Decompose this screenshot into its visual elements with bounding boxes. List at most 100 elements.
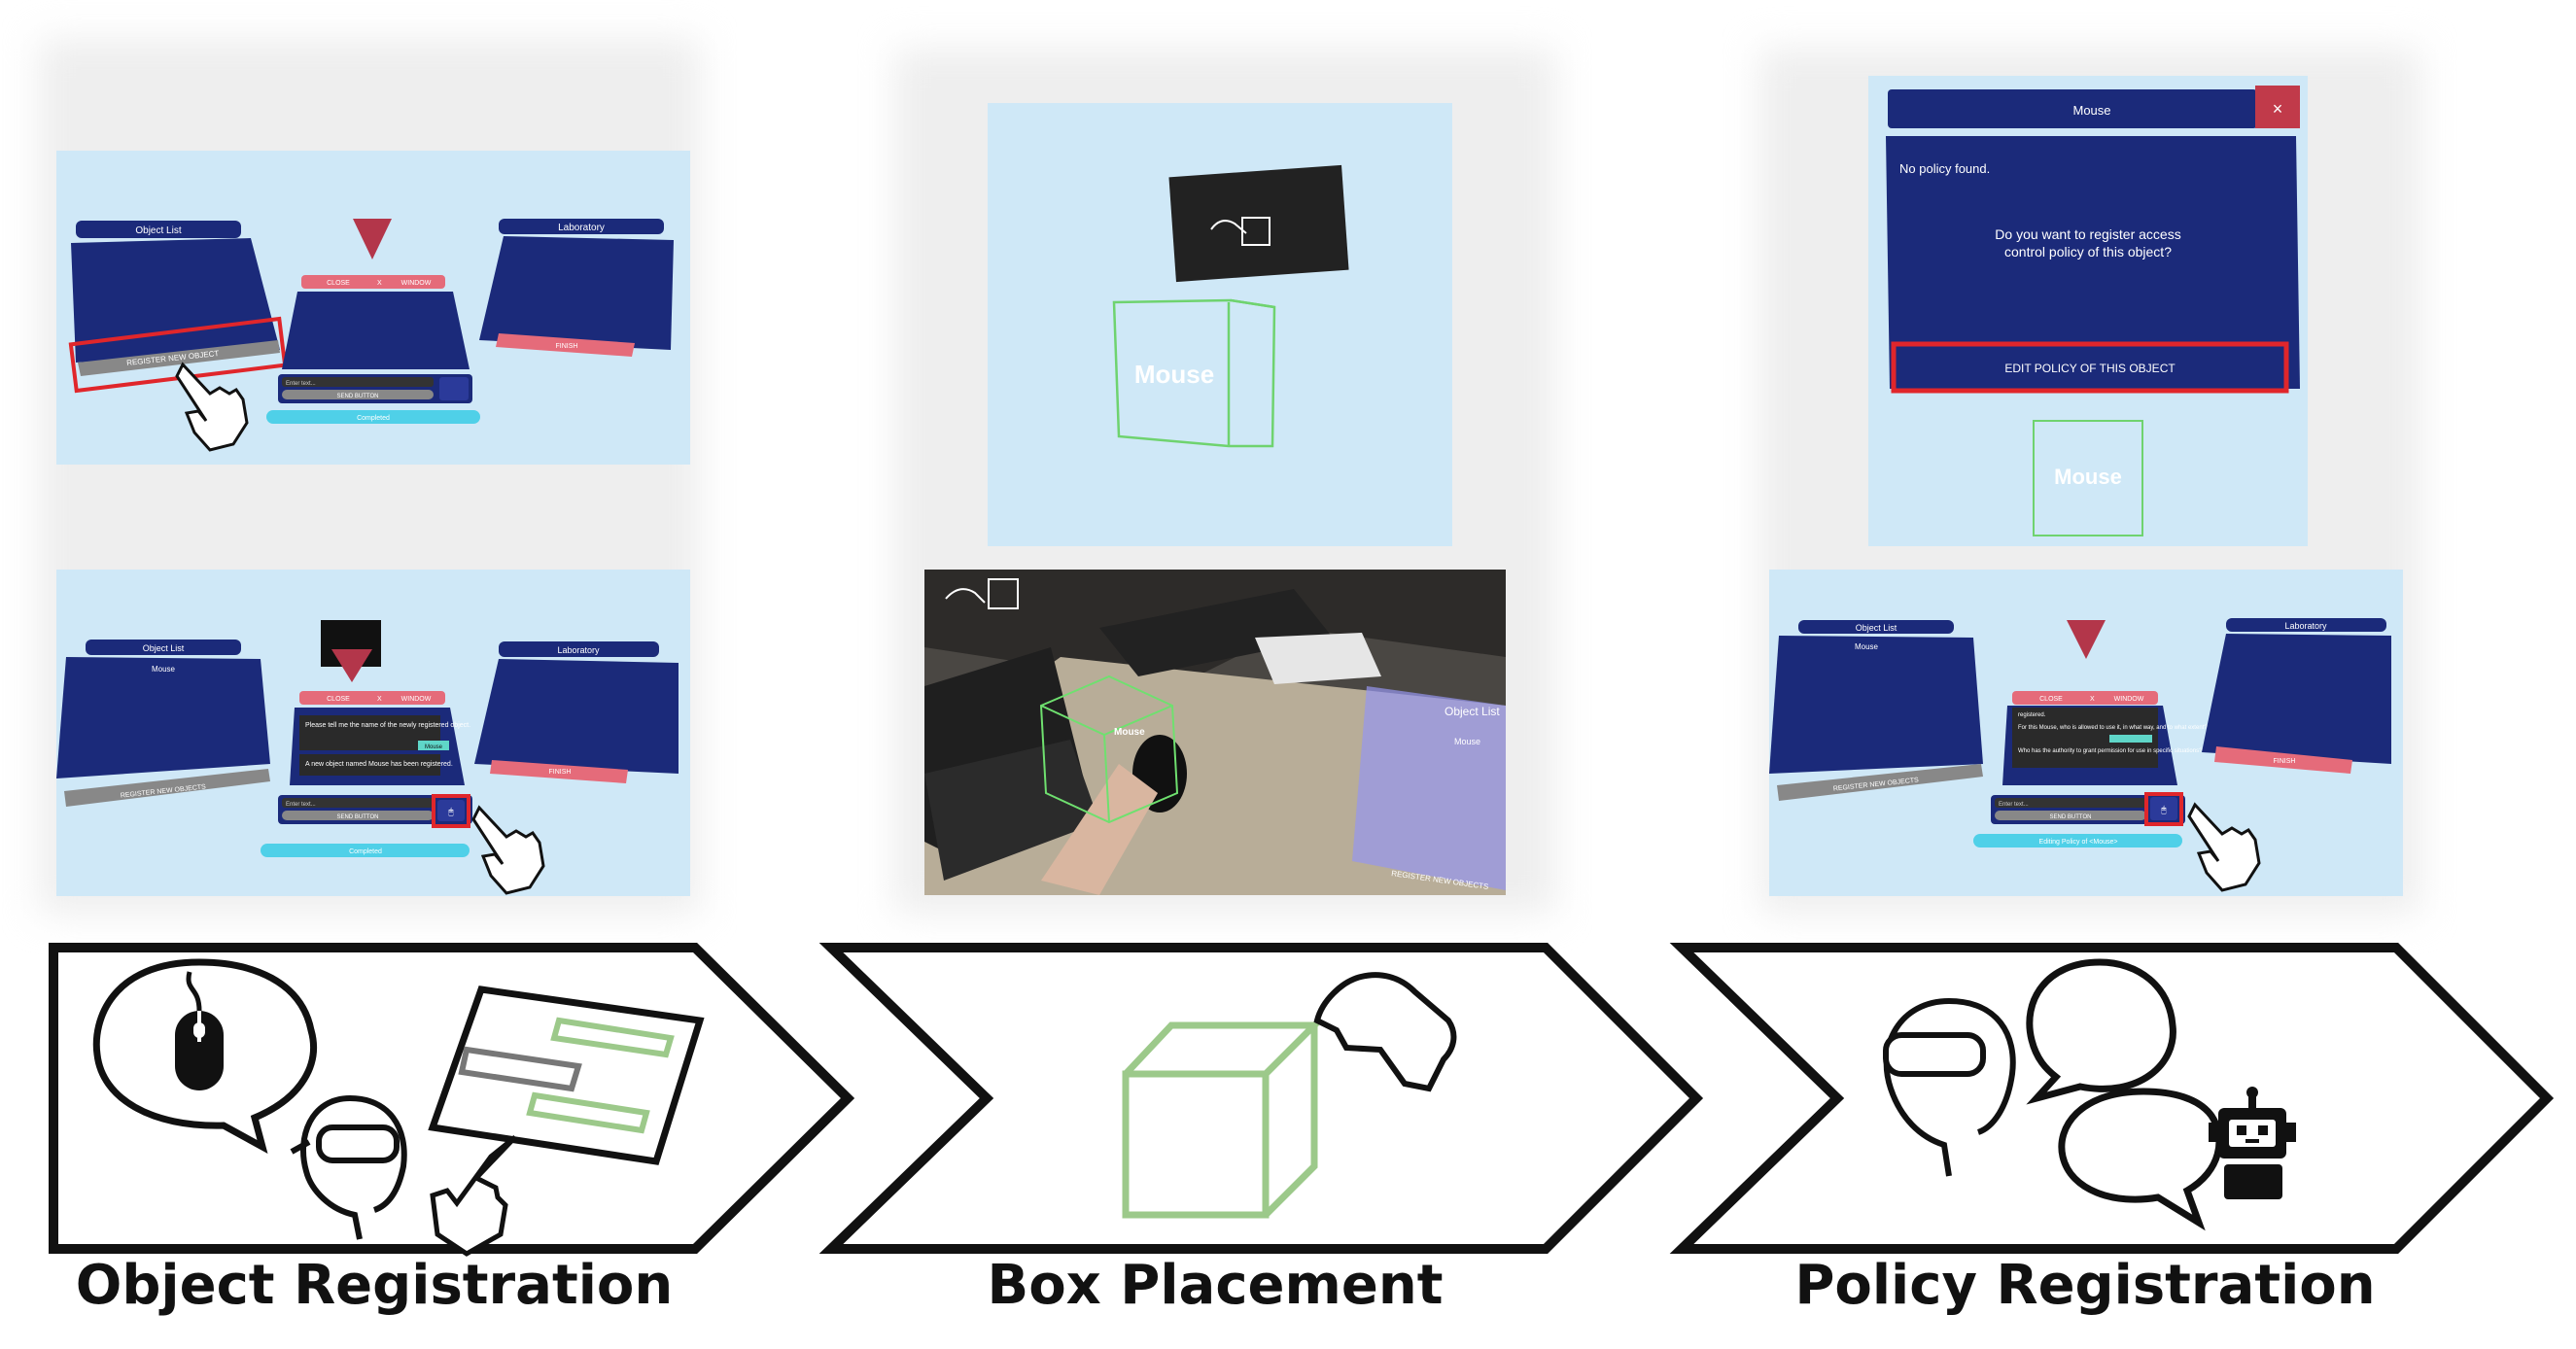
send-button <box>1995 811 2146 820</box>
finish-text: FINISH <box>556 343 578 350</box>
photo-panel-item: Mouse <box>1454 737 1480 746</box>
status-text: Completed <box>349 848 382 855</box>
send-button-text: SEND BUTTON <box>2050 814 2092 820</box>
keyboard-laptop <box>924 740 1099 881</box>
chat-line1: registered. <box>2018 712 2046 718</box>
window-label: WINDOW <box>401 696 432 703</box>
dialog-question-line2: control policy of this object? <box>2004 244 2172 259</box>
chat-bubble-answer <box>418 741 449 750</box>
dialog-title: Mouse <box>2072 103 2110 118</box>
cube-icon <box>1039 674 1179 824</box>
grab-cube-icon <box>1210 217 1271 246</box>
box-scene: Mouse <box>1112 164 1349 448</box>
status-text: Editing Policy of <Mouse> <box>2039 839 2118 846</box>
vr-scene-top: Object List REGISTER NEW OBJECT CLOSE X … <box>68 219 674 452</box>
cone-marker-icon <box>2067 620 2106 659</box>
policy-dialog-screen: Mouse × No policy found. Do you want to … <box>1868 76 2308 546</box>
status-bar <box>266 410 480 424</box>
status-text: Completed <box>357 415 390 422</box>
dialog-message: No policy found. <box>1899 161 1990 176</box>
vr-headset-person-icon <box>1883 998 2016 1177</box>
edit-policy-button[interactable] <box>1899 350 2280 385</box>
chat-answer: Mouse <box>425 744 443 750</box>
finish-text: FINISH <box>549 769 572 776</box>
laboratory-header <box>2226 618 2386 632</box>
text-input <box>1995 798 2146 808</box>
laboratory-title: Laboratory <box>557 645 600 655</box>
dialog-body <box>1886 136 2300 389</box>
mic-highlight-box <box>432 794 470 828</box>
object-list-panel <box>1352 686 1506 890</box>
mic-button <box>439 377 469 400</box>
pointing-hand-icon <box>471 805 545 895</box>
x-separator: X <box>377 696 382 703</box>
box-placement-top-screen: Mouse <box>988 103 1452 546</box>
object-list-panel <box>56 657 270 778</box>
paper <box>1255 633 1381 684</box>
input-placeholder: Enter text... <box>286 802 316 808</box>
object-registration-bottom-screen: Object List Mouse REGISTER NEW OBJECTS C… <box>56 570 690 896</box>
dialog-question-line1: Do you want to register access <box>1995 226 2180 242</box>
cube-icon <box>2033 420 2143 536</box>
cube-icon <box>1122 1021 1323 1219</box>
pointing-hand-icon <box>430 1135 517 1257</box>
chat-line3: Who has the authority to grant permissio… <box>2018 748 2203 754</box>
chat-line2: For this Mouse, who is allowed to use it… <box>2018 725 2208 731</box>
close-window-bar <box>301 275 445 289</box>
hand <box>1041 764 1158 895</box>
mic-button <box>437 800 465 821</box>
object-registration-top-screen: Object List REGISTER NEW OBJECT CLOSE X … <box>56 151 690 465</box>
chat-bubble-question <box>299 715 440 750</box>
stage-label-box-placement: Box Placement <box>987 1254 1444 1317</box>
chat-answer-chip <box>2109 735 2152 743</box>
dialog-box-label: Mouse <box>2054 465 2122 489</box>
object-list-header <box>1798 620 1954 634</box>
grabbing-hand-icon <box>1313 972 1457 1092</box>
laboratory-panel <box>2202 634 2391 764</box>
input-placeholder: Enter text... <box>1999 802 2029 808</box>
input-placeholder: Enter text... <box>286 381 316 387</box>
object-list-header <box>86 640 241 655</box>
pointing-hand-icon <box>2187 802 2261 892</box>
status-bar <box>1973 834 2182 847</box>
list-item: Mouse <box>1855 642 1879 651</box>
edit-policy-highlight <box>1891 341 2289 394</box>
register-new-objects-bar <box>64 769 270 807</box>
object-list-title: Object List <box>135 225 181 236</box>
marker-card <box>1168 164 1349 283</box>
window-label: WINDOW <box>401 280 432 287</box>
close-button[interactable] <box>2255 86 2300 128</box>
policy-registration-bottom-screen: Object List Mouse REGISTER NEW OBJECTS C… <box>1769 570 2403 896</box>
object-list-title: Object List <box>143 643 185 653</box>
tablet-diagram-icon <box>428 986 705 1165</box>
object-list-header <box>76 221 241 238</box>
laboratory-title: Laboratory <box>2284 621 2327 631</box>
close-window-bar <box>2012 691 2158 705</box>
x-separator: X <box>2090 696 2095 703</box>
stage-label-policy-registration: Policy Registration <box>1794 1254 2376 1317</box>
laboratory-title: Laboratory <box>558 223 605 233</box>
laboratory-panel <box>474 659 679 774</box>
policy-vr-scene: Object List Mouse REGISTER NEW OBJECTS C… <box>1769 618 2391 892</box>
send-button <box>282 390 434 399</box>
dialog-title-bar <box>1888 89 2257 128</box>
pointing-hand-icon <box>175 362 249 452</box>
photo-scene: Mouse Object List Mouse REGISTER NEW OBJ… <box>924 570 1506 895</box>
mic-button <box>2150 797 2177 820</box>
speech-bubble-icon <box>2026 958 2223 1231</box>
close-label: CLOSE <box>2039 696 2063 703</box>
window-label: WINDOW <box>2114 696 2144 703</box>
object-list-title: Object List <box>1856 623 1897 633</box>
laboratory-header <box>499 219 664 234</box>
finish-bar <box>496 333 635 357</box>
chat-question: Please tell me the name of the newly reg… <box>305 722 470 729</box>
mouse-icon <box>175 971 224 1090</box>
vr-scene-bottom: Object List Mouse REGISTER NEW OBJECTS C… <box>56 620 679 895</box>
finish-text: FINISH <box>2274 758 2296 765</box>
keyboard <box>1099 589 1333 676</box>
photo-box-label: Mouse <box>1114 727 1145 738</box>
finish-bar <box>490 760 628 783</box>
send-button-text: SEND BUTTON <box>337 394 379 399</box>
x-separator: X <box>377 280 382 287</box>
